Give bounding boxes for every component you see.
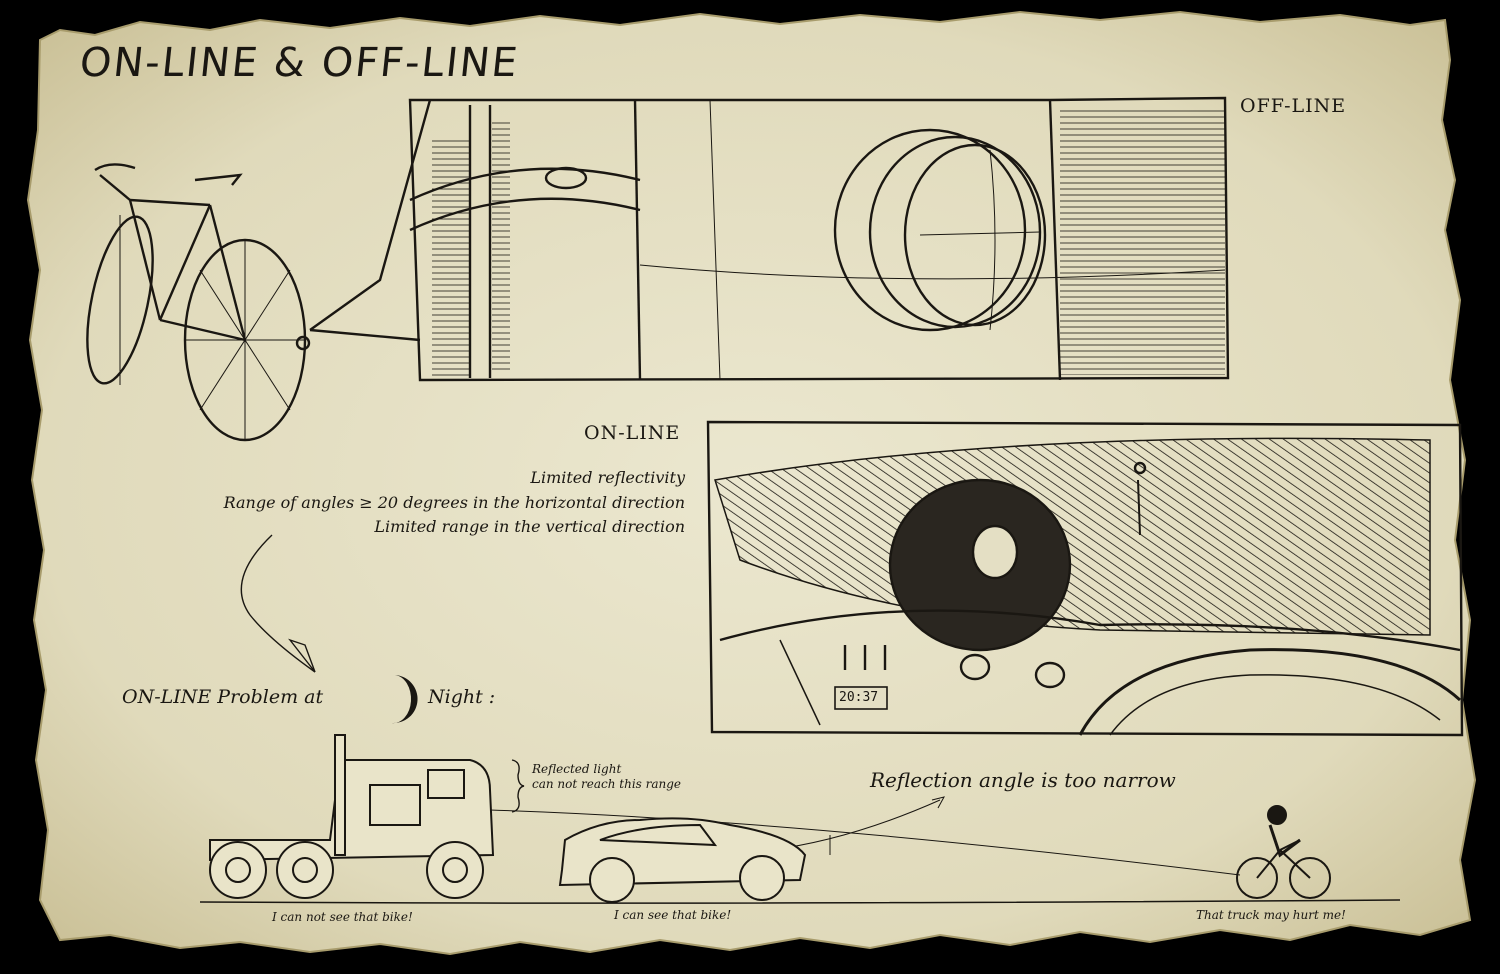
online-property: Range of angles ≥ 20 degrees in the hori…: [223, 493, 685, 512]
reflection-angle-label: Reflection angle is too narrow: [870, 768, 1176, 792]
bike-speech: That truck may hurt me!: [1196, 908, 1346, 922]
brace: [511, 759, 525, 813]
reflected-note-line: can not reach this range: [532, 777, 682, 791]
offline-label: OFF-LINE: [1240, 95, 1347, 117]
problem-label: ON-LINE Problem at: [122, 686, 324, 708]
dashboard-clock: 20:37: [839, 690, 879, 705]
online-dashboard-view: [706, 420, 1464, 737]
truck-speech: I can not see that bike!: [272, 910, 413, 924]
reflection-beam: [489, 809, 1241, 876]
road-line: [199, 899, 1401, 904]
cyclist-sketch: [1236, 805, 1331, 899]
offline-closeup: [309, 96, 1230, 382]
car-sketch: [558, 817, 807, 903]
reflected-note-line: Reflected light: [532, 762, 622, 776]
page-title: ON-LINE & OFF-LINE: [77, 40, 522, 86]
night-label: Night :: [428, 686, 496, 708]
online-property: Limited reflectivity: [530, 468, 685, 487]
moon-icon: [392, 675, 418, 724]
online-property: Limited range in the vertical direction: [374, 517, 685, 536]
online-label: ON-LINE: [584, 422, 681, 444]
truck-sketch: [209, 734, 495, 899]
curved-arrow: [240, 534, 316, 673]
bicycle-sketch: [86, 163, 311, 442]
car-speech: I can see that bike!: [614, 908, 732, 922]
reflected-light-note: Reflected light can not reach this range: [532, 762, 732, 792]
